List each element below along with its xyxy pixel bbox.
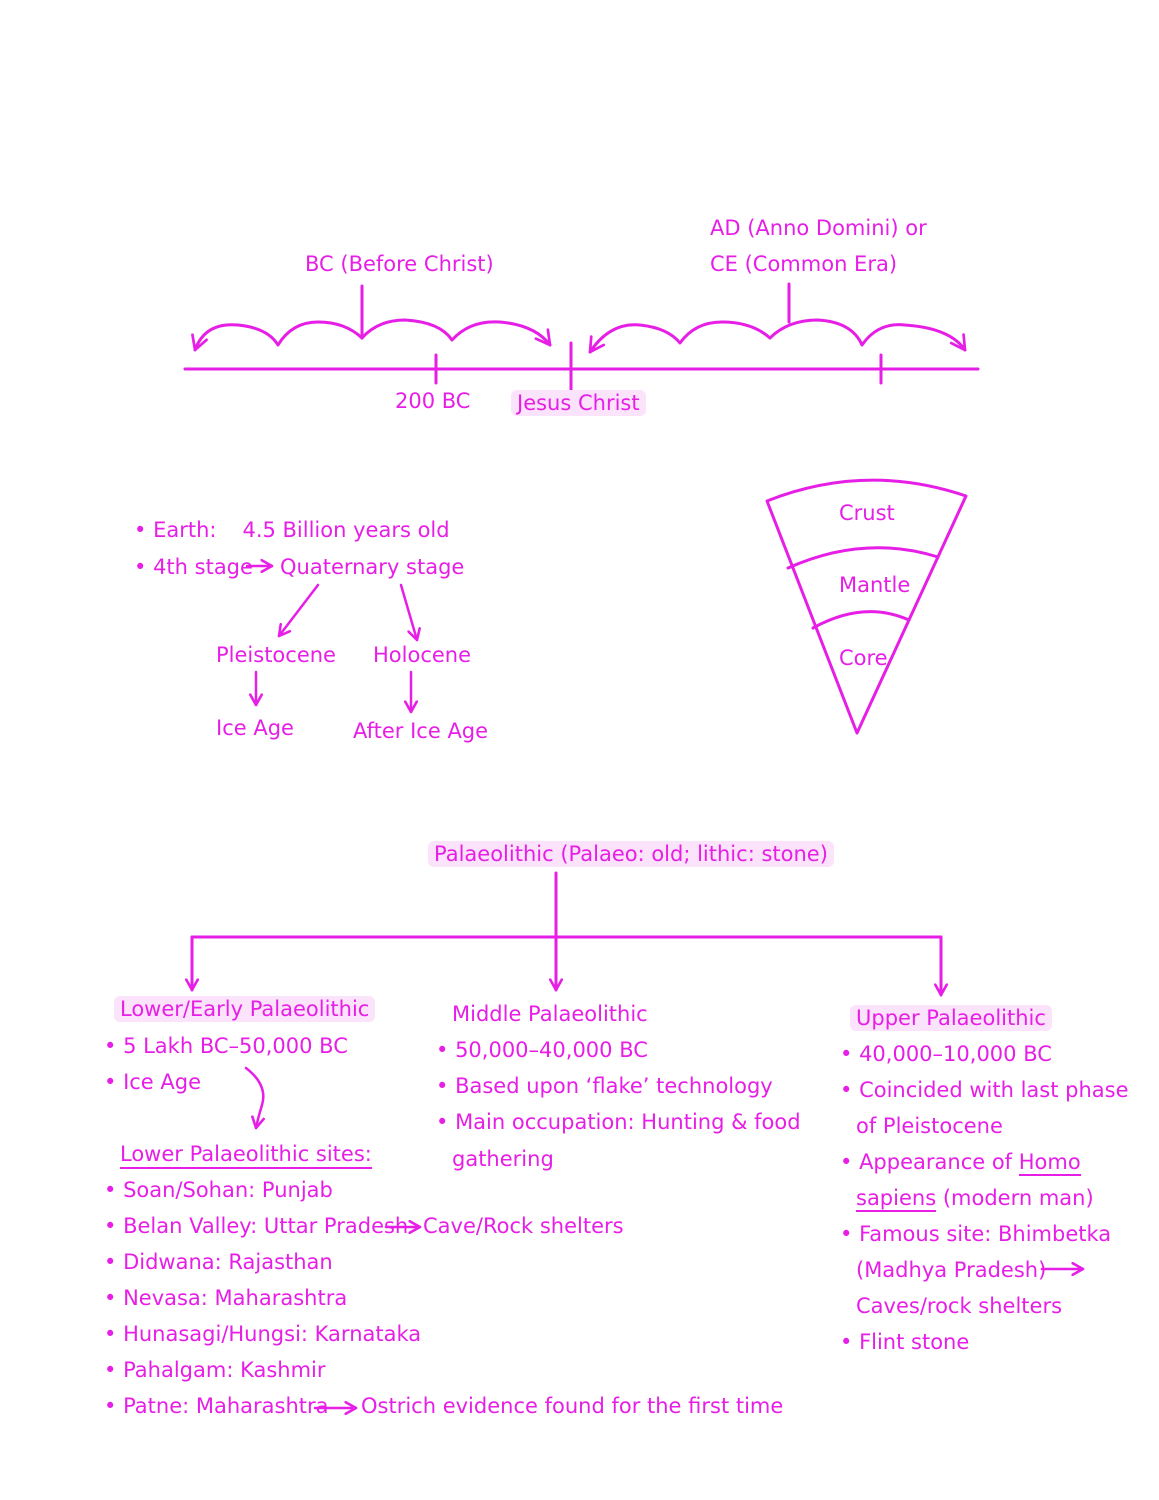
upper-point-1: 40,000–10,000 BC — [840, 1041, 1052, 1067]
arrow-ice-age-to-sites — [244, 1066, 263, 1128]
pleistocene-label: Pleistocene — [216, 643, 336, 667]
ice-age-label: Ice Age — [216, 716, 294, 740]
site-belan: Belan Valley: Uttar Pradesh — [104, 1213, 408, 1239]
upper-point-4-cont2: Caves/rock shelters — [856, 1294, 1063, 1318]
after-ice-age-label: After Ice Age — [353, 719, 489, 743]
lower-heading: Lower/Early Palaeolithic — [114, 996, 376, 1022]
marker-jesus-christ: Jesus Christ — [511, 390, 646, 416]
upper-point-3-pre: Appearance of — [859, 1150, 1019, 1174]
upper-point-3: Appearance of Homo — [840, 1149, 1081, 1176]
upper-point-3-post: (modern man) — [936, 1186, 1094, 1210]
earth-wedge-outline — [765, 478, 968, 735]
middle-point-2: Based upon ‘flake’ technology — [436, 1073, 773, 1099]
ad-arc-left — [588, 320, 772, 354]
ad-arc-right — [768, 318, 967, 352]
crust-mantle-boundary — [786, 546, 940, 570]
crust-label: Crust — [839, 501, 895, 525]
arrow-to-pleistocene — [279, 583, 320, 636]
site-soan: Soan/Sohan: Punjab — [104, 1177, 333, 1203]
bc-label: BC (Before Christ) — [305, 252, 494, 276]
upper-point-4: Famous site: Bhimbetka — [840, 1221, 1111, 1247]
core-label: Core — [839, 646, 888, 670]
site-patne: Patne: Maharashtra — [104, 1393, 328, 1419]
ad-label-line2: CE (Common Era) — [710, 252, 898, 276]
site-pahalgam: Pahalgam: Kashmir — [104, 1357, 325, 1383]
earth-label: Earth: — [134, 518, 216, 542]
belan-note: Cave/Rock shelters — [423, 1214, 624, 1238]
mantle-label: Mantle — [839, 573, 911, 597]
patne-note: Ostrich evidence found for the first tim… — [361, 1394, 784, 1418]
middle-heading: Middle Palaeolithic — [452, 1002, 648, 1026]
site-hunasagi: Hunasagi/Hungsi: Karnataka — [104, 1321, 421, 1347]
marker-200bc: 200 BC — [395, 389, 471, 413]
stage-label: 4th stage — [134, 554, 253, 580]
sapiens-word: sapiens — [856, 1186, 937, 1212]
palaeolithic-title: Palaeolithic (Palaeo: old; lithic: stone… — [428, 841, 834, 867]
middle-point-3-cont: gathering — [452, 1147, 554, 1171]
arrow-to-holocene — [399, 583, 417, 640]
lower-point-2: Ice Age — [104, 1069, 201, 1095]
upper-point-4-cont: (Madhya Pradesh) — [856, 1258, 1047, 1282]
site-didwana: Didwana: Rajasthan — [104, 1249, 333, 1275]
homo-word: Homo — [1018, 1150, 1081, 1176]
upper-point-3-cont: sapiens (modern man) — [856, 1185, 1094, 1212]
lower-point-1: 5 Lakh BC–50,000 BC — [104, 1033, 348, 1059]
upper-point-2-cont: of Pleistocene — [856, 1114, 1003, 1138]
middle-point-1: 50,000–40,000 BC — [436, 1037, 648, 1063]
upper-point-5: Flint stone — [840, 1329, 969, 1355]
site-nevasa: Nevasa: Maharashtra — [104, 1285, 347, 1311]
bc-arc-left — [191, 320, 364, 352]
bc-arc-right — [360, 318, 552, 347]
earth-age-row: Earth: 4.5 Billion years old — [134, 517, 450, 543]
quaternary-stage: Quaternary stage — [280, 555, 465, 579]
lower-sites-heading: Lower Palaeolithic sites: — [120, 1141, 372, 1169]
holocene-label: Holocene — [373, 643, 472, 667]
upper-point-2: Coincided with last phase — [840, 1077, 1128, 1103]
mantle-core-boundary — [811, 610, 911, 630]
upper-heading: Upper Palaeolithic — [850, 1005, 1052, 1031]
ad-label-line1: AD (Anno Domini) or — [710, 216, 927, 240]
middle-point-3: Main occupation: Hunting & food — [436, 1109, 801, 1135]
earth-age-value: 4.5 Billion years old — [242, 518, 450, 542]
